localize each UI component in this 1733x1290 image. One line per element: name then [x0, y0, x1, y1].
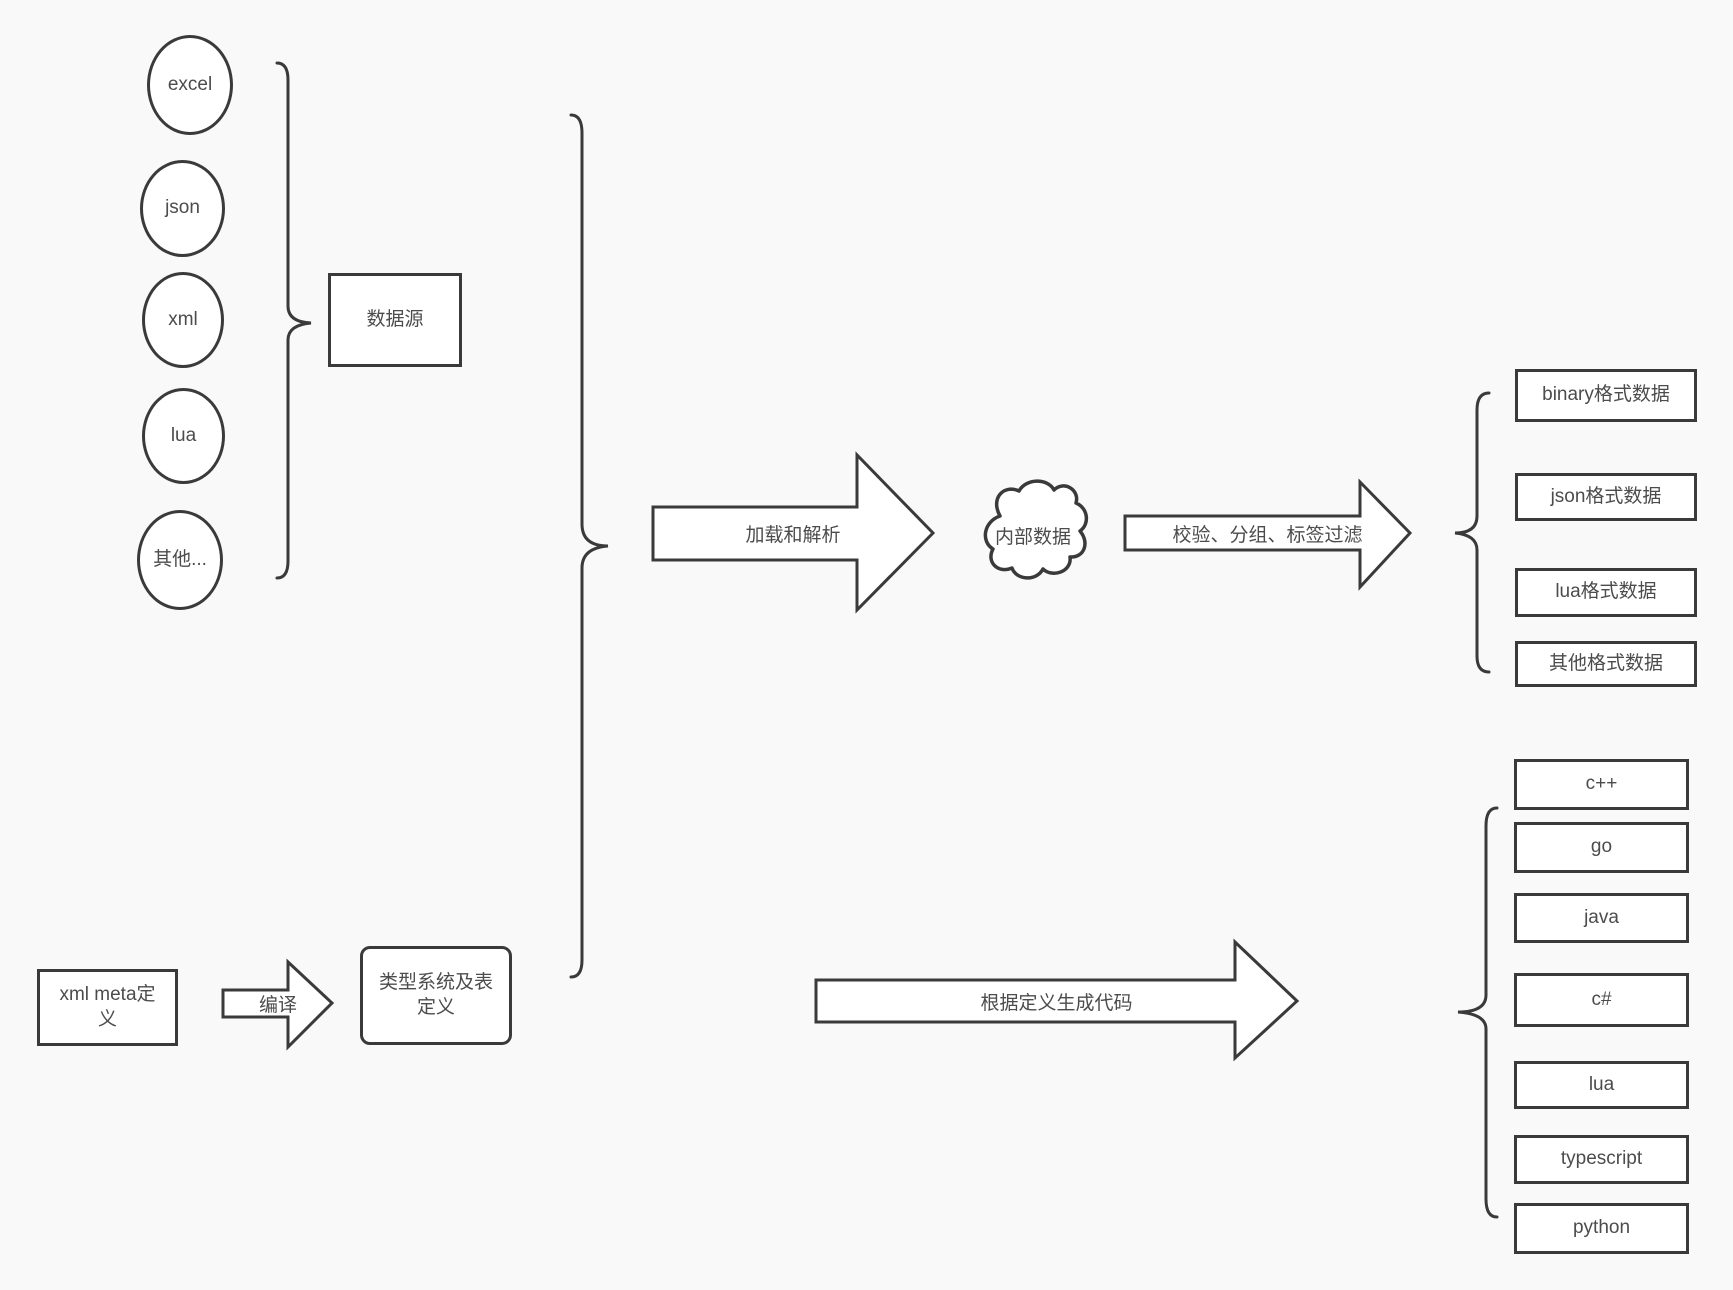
format-box-other: 其他格式数据 [1515, 641, 1697, 687]
language-label-go: go [1590, 836, 1613, 858]
type-system-label: 类型系统及表定义 [378, 971, 493, 1018]
format-label-binary: binary格式数据 [1542, 384, 1670, 406]
filter-arrow [1123, 478, 1413, 591]
source-label-excel: excel [167, 73, 213, 95]
formats-brace [1454, 391, 1491, 674]
language-box-cpp: c++ [1514, 759, 1689, 810]
language-label-python: python [1572, 1217, 1631, 1239]
language-label-java: java [1584, 906, 1619, 928]
source-label-xml: xml [168, 308, 198, 330]
xml-meta-box: xml meta定义 [37, 969, 178, 1046]
format-box-json: json格式数据 [1515, 473, 1697, 521]
format-label-json: json格式数据 [1550, 485, 1662, 507]
language-label-lua: lua [1588, 1073, 1615, 1095]
codegen-arrow [814, 938, 1300, 1062]
sources-brace [275, 61, 312, 580]
source-ellipse-other: 其他... [137, 510, 223, 610]
language-box-csharp: c# [1514, 973, 1689, 1027]
format-box-binary: binary格式数据 [1515, 369, 1697, 422]
languages-brace [1457, 806, 1499, 1219]
xml-meta-label: xml meta定义 [59, 983, 156, 1030]
source-ellipse-excel: excel [147, 35, 233, 135]
source-label-lua: lua [170, 424, 197, 446]
source-ellipse-json: json [140, 160, 225, 257]
format-box-lua: lua格式数据 [1515, 568, 1697, 617]
type-system-box: 类型系统及表定义 [360, 946, 512, 1045]
language-label-csharp: c# [1591, 988, 1612, 1010]
language-label-cpp: c++ [1585, 773, 1618, 795]
internal-data-cloud [983, 479, 1089, 580]
data-source-group-label: 数据源 [366, 308, 424, 330]
format-label-other: 其他格式数据 [1548, 652, 1663, 674]
compile-arrow [221, 958, 335, 1051]
source-ellipse-xml: xml [142, 272, 224, 368]
language-label-typescript: typescript [1560, 1148, 1643, 1170]
language-box-java: java [1514, 893, 1689, 943]
language-box-go: go [1514, 822, 1689, 873]
main-brace [569, 113, 609, 979]
language-box-python: python [1514, 1203, 1689, 1254]
load-parse-arrow [651, 451, 936, 614]
source-ellipse-lua: lua [142, 388, 225, 484]
format-label-lua: lua格式数据 [1555, 581, 1657, 603]
language-box-typescript: typescript [1514, 1135, 1689, 1184]
language-box-lua: lua [1514, 1061, 1689, 1109]
data-source-group-box: 数据源 [328, 273, 462, 367]
source-label-json: json [165, 197, 200, 219]
source-label-other: 其他... [153, 548, 207, 570]
